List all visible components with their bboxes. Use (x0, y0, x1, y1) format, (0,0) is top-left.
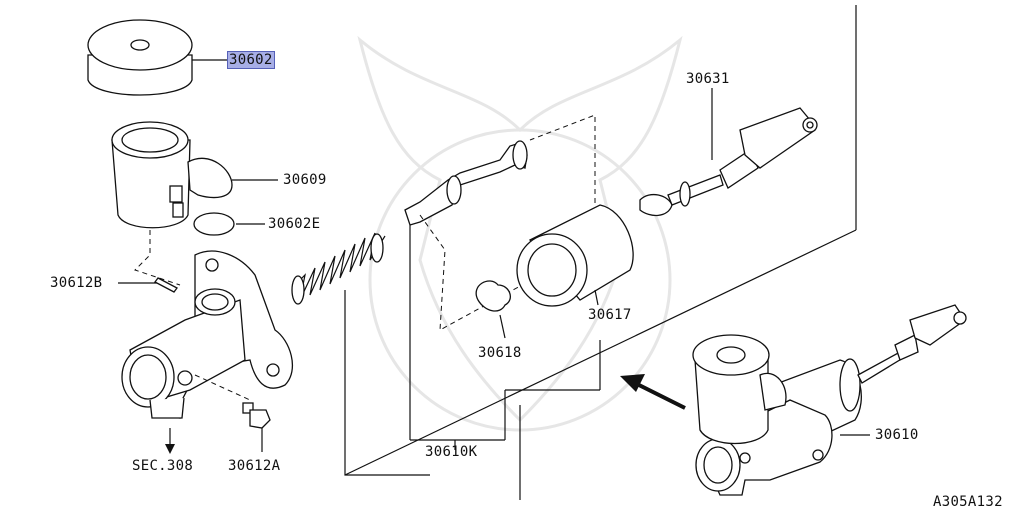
part-label-30617[interactable]: 30617 (588, 307, 632, 323)
frame-lines (344, 5, 857, 500)
return-spring (291, 232, 386, 305)
piston-rod (404, 114, 596, 331)
watermark-emblem (357, 35, 683, 432)
down-arrow-icon (165, 428, 175, 454)
snap-ring (475, 280, 511, 339)
part-label-30618[interactable]: 30618 (478, 345, 522, 361)
part-label-30610[interactable]: 30610 (875, 427, 919, 443)
section-reference[interactable]: SEC.308 (132, 458, 194, 474)
dust-boot (516, 204, 634, 307)
assembled-master-cylinder (692, 304, 967, 496)
direction-arrow-icon (620, 374, 686, 410)
part-label-30612B[interactable]: 30612B (50, 275, 103, 291)
bleeder-screw (242, 402, 271, 452)
part-label-30602[interactable]: 30602 (227, 51, 275, 69)
diagram-id-code: A305A132 (933, 494, 1003, 510)
push-rod (639, 88, 818, 217)
part-label-30610K[interactable]: 30610K (425, 444, 478, 460)
part-label-30612A[interactable]: 30612A (228, 458, 281, 474)
part-label-30631[interactable]: 30631 (686, 71, 730, 87)
master-cylinder-body (121, 250, 294, 419)
pin (118, 230, 181, 293)
part-label-30602E[interactable]: 30602E (268, 216, 321, 232)
part-label-30609[interactable]: 30609 (283, 172, 327, 188)
o-ring (193, 212, 265, 236)
reservoir-cap (87, 19, 228, 96)
reservoir-tank (111, 121, 278, 229)
